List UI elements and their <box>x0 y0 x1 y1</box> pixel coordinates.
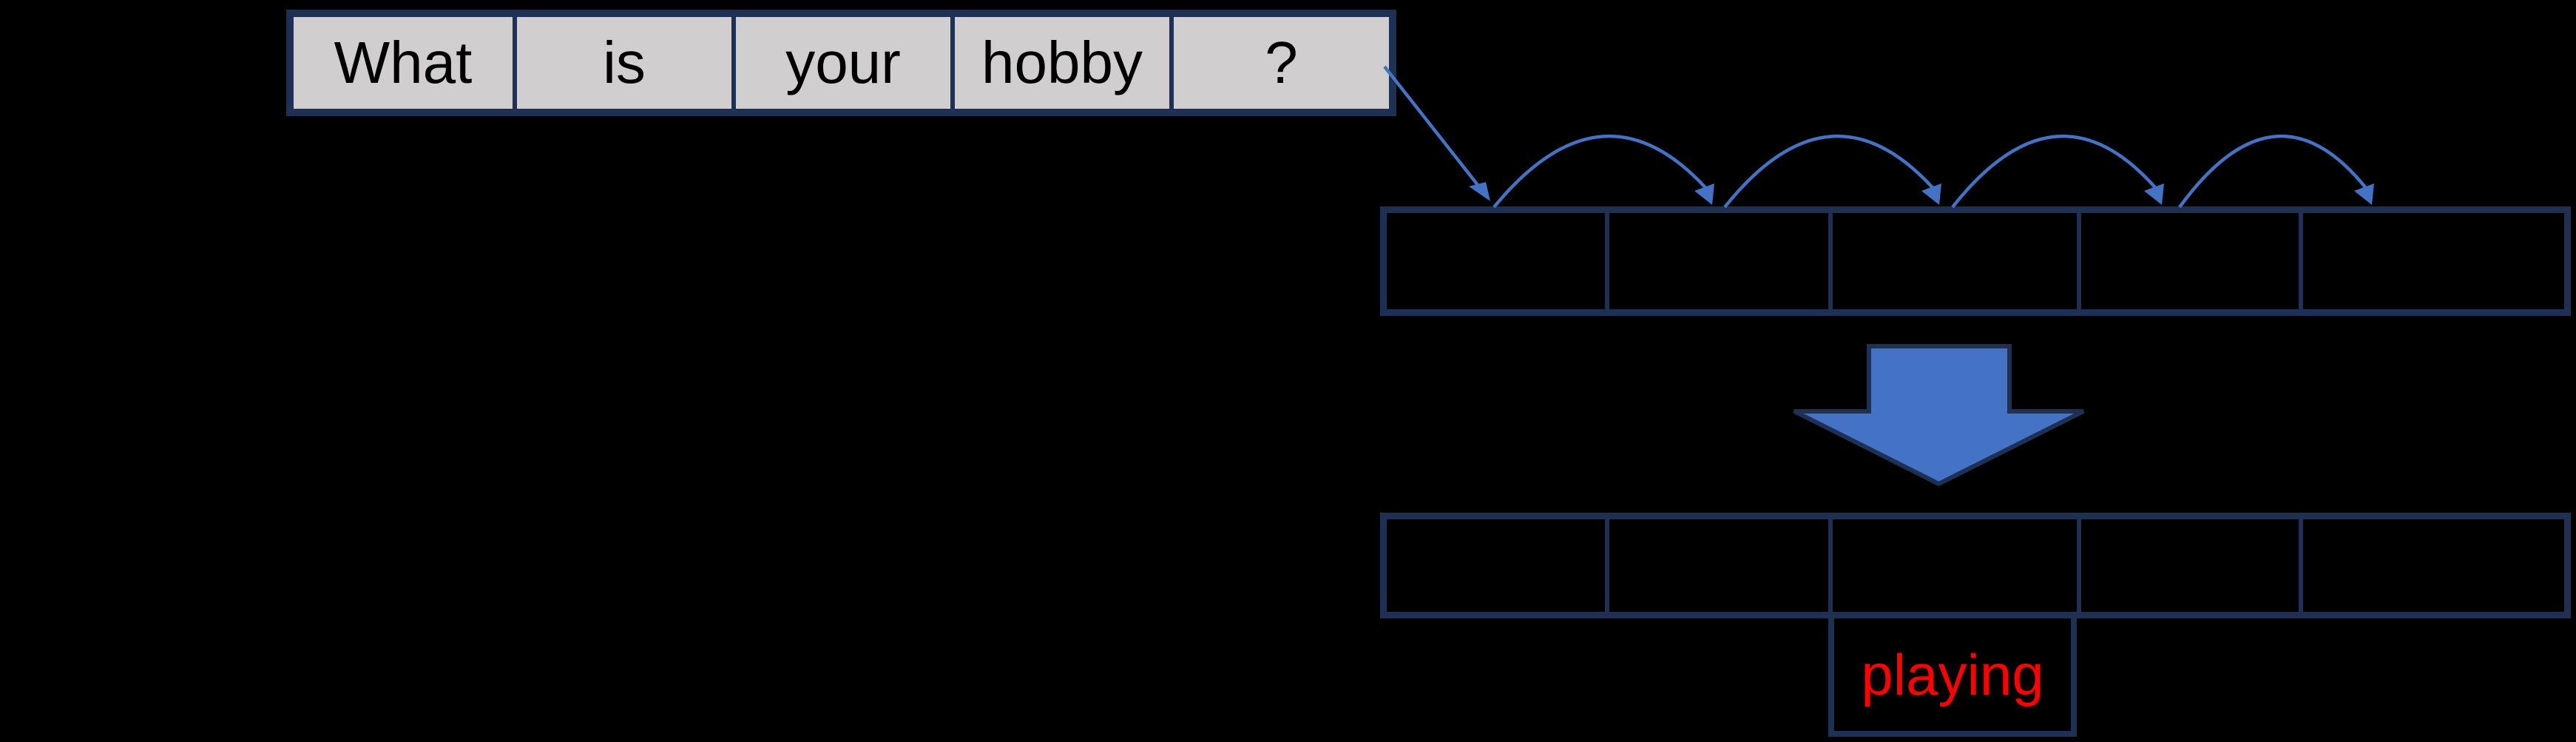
flow-arrow-icon <box>1383 65 1490 201</box>
decoding-cell-3 <box>1828 519 2077 612</box>
encoding-cell-2 <box>1605 213 1828 309</box>
sentence-cell-2: is <box>513 17 731 109</box>
decoding-cell-5 <box>2299 519 2564 612</box>
decoding-cell-1 <box>1387 519 1605 612</box>
encoding-row <box>1380 206 2571 316</box>
sentence-cell-1: What <box>294 17 513 109</box>
sentence-cell-5: ? <box>1169 17 1389 109</box>
hop-arc-icon-4 <box>2178 134 2374 209</box>
hop-arc-icon-3 <box>1951 134 2164 209</box>
answer-box: playing <box>1828 618 2077 737</box>
down-arrow-icon <box>1793 344 2085 487</box>
sentence-cell-3: your <box>731 17 950 109</box>
decoding-row <box>1380 513 2571 618</box>
encoding-cell-5 <box>2299 213 2564 309</box>
encoding-cell-3 <box>1828 213 2077 309</box>
answer-label: playing <box>1861 642 2044 707</box>
sentence-cell-4: hobby <box>950 17 1169 109</box>
hop-arc-icon-2 <box>1723 134 1941 209</box>
decoding-cell-4 <box>2077 519 2299 612</box>
encoding-cell-4 <box>2077 213 2299 309</box>
encoding-cell-1 <box>1387 213 1605 309</box>
decoding-cell-2 <box>1605 519 1828 612</box>
hop-arc-icon-1 <box>1492 134 1714 209</box>
